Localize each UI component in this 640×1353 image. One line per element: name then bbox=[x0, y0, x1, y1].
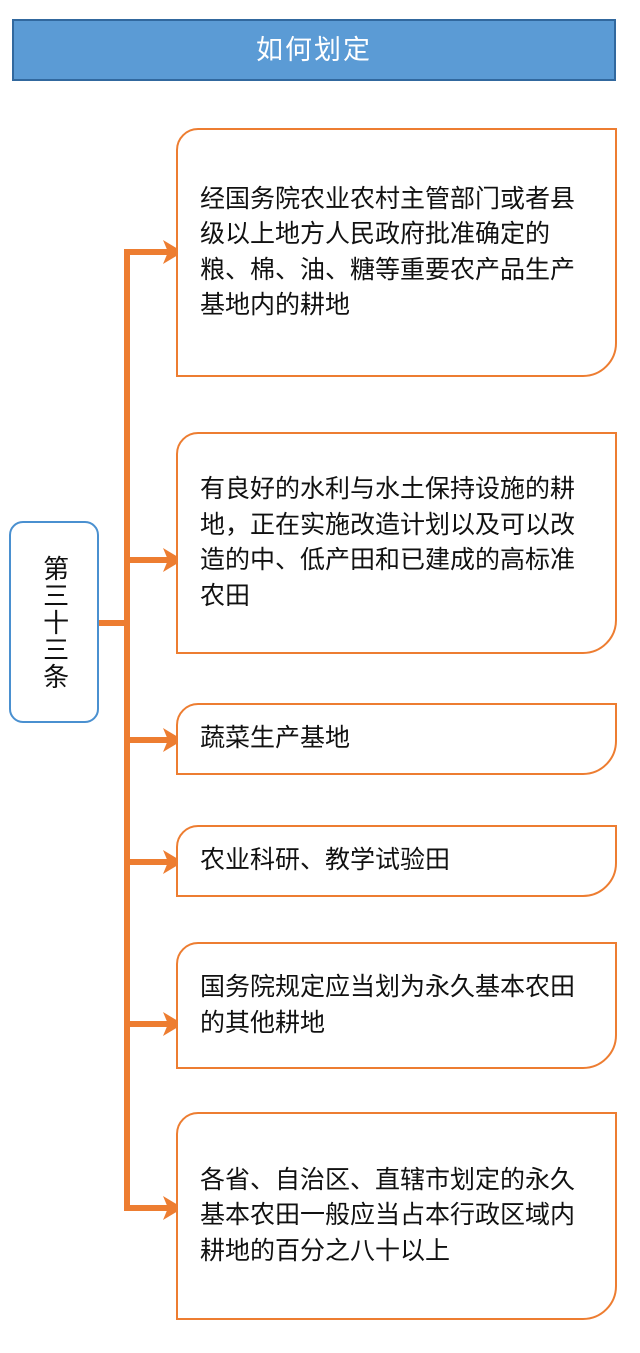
root-node-label: 第三十三条 bbox=[39, 554, 69, 690]
arrow-right-icon-4 bbox=[163, 850, 183, 874]
header-banner: 如何划定 bbox=[12, 19, 616, 81]
branch-box-5[interactable]: 国务院规定应当划为永久基本农田的其他耕地 bbox=[176, 942, 617, 1069]
branch-box-6-label: 各省、自治区、直辖市划定的永久基本农田一般应当占本行政区域内耕地的百分之八十以上 bbox=[200, 1166, 576, 1265]
arrow-right-icon-2 bbox=[163, 548, 183, 572]
branch-box-3[interactable]: 蔬菜生产基地 bbox=[176, 703, 617, 775]
arrow-right-icon-5 bbox=[163, 1012, 183, 1036]
branch-box-2[interactable]: 有良好的水利与水土保持设施的耕地，正在实施改造计划以及可以改造的中、低产田和已建… bbox=[176, 432, 617, 654]
root-node-article[interactable]: 第三十三条 bbox=[9, 521, 99, 723]
branch-box-2-label: 有良好的水利与水土保持设施的耕地，正在实施改造计划以及可以改造的中、低产田和已建… bbox=[200, 476, 576, 610]
arrow-right-icon-1 bbox=[163, 240, 183, 264]
page-title: 如何划定 bbox=[256, 34, 372, 65]
branch-box-4-label: 农业科研、教学试验田 bbox=[200, 847, 451, 874]
branch-box-5-label: 国务院规定应当划为永久基本农田的其他耕地 bbox=[200, 974, 576, 1037]
branch-box-6[interactable]: 各省、自治区、直辖市划定的永久基本农田一般应当占本行政区域内耕地的百分之八十以上 bbox=[176, 1112, 617, 1320]
branch-box-1-label: 经国务院农业农村主管部门或者县级以上地方人民政府批准确定的粮、棉、油、糖等重要农… bbox=[200, 185, 576, 320]
branch-box-1[interactable]: 经国务院农业农村主管部门或者县级以上地方人民政府批准确定的粮、棉、油、糖等重要农… bbox=[176, 128, 617, 377]
branch-box-3-label: 蔬菜生产基地 bbox=[200, 725, 351, 752]
arrow-right-icon-3 bbox=[163, 728, 183, 752]
arrow-right-icon-6 bbox=[163, 1196, 183, 1220]
branch-box-4[interactable]: 农业科研、教学试验田 bbox=[176, 825, 617, 897]
